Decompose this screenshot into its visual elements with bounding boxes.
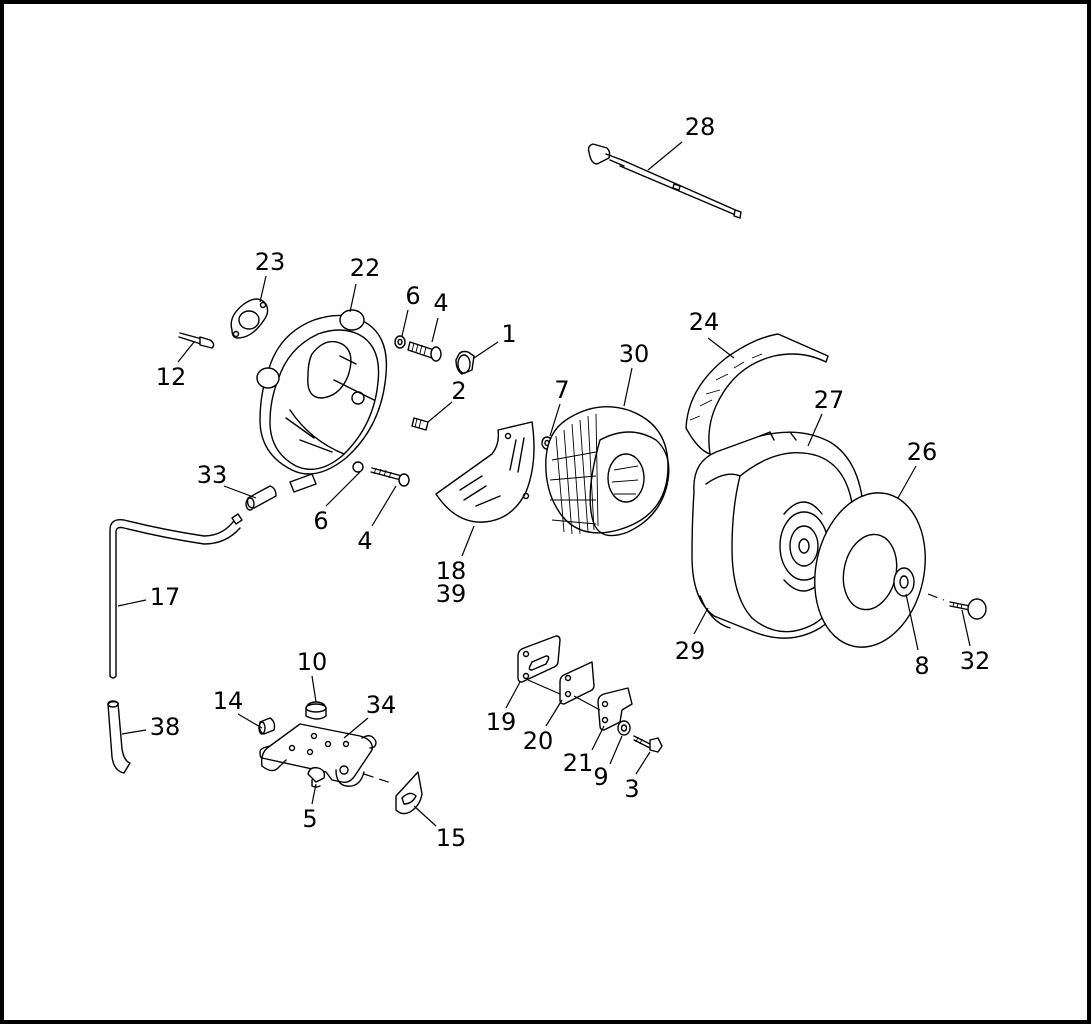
part-6-washer-upper — [394, 335, 406, 349]
part-8-washer — [893, 567, 915, 597]
callout-24: 24 — [689, 308, 720, 336]
callout-38: 38 — [150, 713, 181, 741]
callout-12: 12 — [156, 363, 187, 391]
callout-19: 19 — [486, 708, 517, 736]
callout-9: 9 — [593, 763, 608, 791]
part-24-shield — [685, 333, 829, 455]
part-23-gasket — [230, 298, 269, 339]
callout-30: 30 — [619, 340, 650, 368]
part-3-bolt — [633, 735, 663, 753]
callout-21: 21 — [563, 749, 594, 777]
part-34-mount-bracket — [259, 723, 377, 787]
part-14-plug — [258, 717, 276, 735]
part-19-gasket-plate — [517, 635, 561, 683]
callout-10: 10 — [297, 648, 328, 676]
part-10-cap — [305, 701, 327, 720]
callout-27: 27 — [814, 386, 845, 414]
part-28-choke-cable — [587, 143, 742, 219]
part-26-trim-ring — [814, 492, 926, 648]
callout-7: 7 — [554, 376, 569, 404]
callout-39: 39 — [436, 580, 467, 608]
callout-20: 20 — [523, 727, 554, 755]
part-4-screw-upper — [407, 341, 442, 362]
callout-28: 28 — [685, 113, 716, 141]
part-4-screw-lower — [370, 467, 410, 487]
callout-4-upper: 4 — [433, 289, 448, 317]
part-5-clip — [307, 766, 326, 788]
callout-8: 8 — [914, 652, 929, 680]
part-9-lockwasher — [617, 720, 631, 736]
part-38-hose-end — [107, 700, 131, 774]
part-30-filter-element — [545, 405, 670, 537]
part-12-screw — [178, 332, 215, 349]
callout-1: 1 — [501, 320, 516, 348]
callout-26: 26 — [907, 438, 938, 466]
callout-32: 32 — [960, 647, 991, 675]
part-1-plug — [455, 350, 475, 375]
callout-6-lower: 6 — [313, 507, 328, 535]
callout-15: 15 — [436, 824, 467, 852]
part-32-screw — [927, 593, 987, 620]
callout-34: 34 — [366, 691, 397, 719]
part-18-bracket — [435, 421, 535, 523]
callout-5: 5 — [302, 805, 317, 833]
callout-6-upper: 6 — [405, 282, 420, 310]
callout-4-lower: 4 — [357, 527, 372, 555]
callout-17: 17 — [150, 583, 181, 611]
callout-29: 29 — [675, 637, 706, 665]
part-21-spacer — [573, 687, 633, 731]
part-17-hose — [109, 513, 243, 679]
callout-14: 14 — [213, 687, 244, 715]
part-15-clip — [363, 771, 423, 815]
callout-22: 22 — [350, 254, 381, 282]
callout-labels: 28 23 22 6 4 1 12 2 30 24 7 27 33 26 6 4… — [150, 113, 991, 852]
leader-lines — [117, 141, 971, 827]
callout-33: 33 — [197, 461, 228, 489]
callout-3: 3 — [624, 775, 639, 803]
part-33-fitting — [245, 485, 277, 511]
callout-2: 2 — [451, 377, 466, 405]
part-2-screw — [411, 417, 429, 431]
part-22-backplate — [256, 309, 388, 493]
callout-23: 23 — [255, 248, 286, 276]
callout-18: 18 — [436, 557, 467, 585]
